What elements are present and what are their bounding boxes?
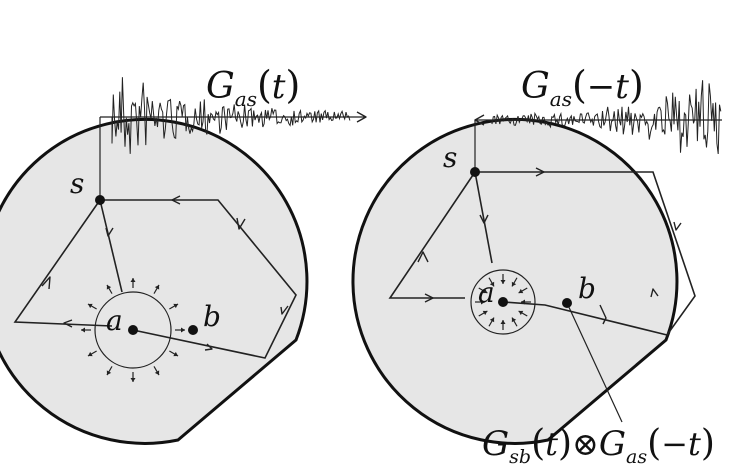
right-point-a xyxy=(498,297,508,307)
radial-arrowhead xyxy=(482,310,488,316)
radial-arrowhead xyxy=(511,281,517,287)
right-signal-label: Gas(−t) xyxy=(521,63,644,111)
radial-arrowhead xyxy=(518,288,524,294)
right-source-point xyxy=(470,167,480,177)
right-ray-paths xyxy=(388,167,696,336)
left-panel: s a b Gas(t) xyxy=(0,63,367,445)
right-signal-axes xyxy=(474,114,722,172)
radial-arrowhead xyxy=(481,299,485,305)
radial-arrowhead xyxy=(521,299,525,305)
right-a-label: a xyxy=(478,276,495,309)
radial-arrowhead xyxy=(130,278,136,282)
radial-arrowhead xyxy=(154,370,160,376)
left-a-label: a xyxy=(106,304,123,337)
left-source-label: s xyxy=(70,167,84,200)
radial-arrowhead xyxy=(81,327,85,333)
left-b-label: b xyxy=(203,300,221,333)
left-signal-label: Gas(t) xyxy=(206,63,300,111)
radial-arrowhead xyxy=(500,280,506,284)
right-b-label: b xyxy=(578,272,596,305)
right-point-b xyxy=(562,298,572,308)
right-source-label: s xyxy=(443,141,457,174)
right-result-leader xyxy=(566,302,623,423)
left-point-a xyxy=(128,325,138,335)
radial-arrowhead xyxy=(106,370,112,376)
radial-arrowhead xyxy=(173,351,179,357)
left-domain xyxy=(0,117,309,445)
radial-arrowhead xyxy=(482,288,488,294)
left-ray-paths xyxy=(13,195,297,359)
radial-arrowhead xyxy=(87,351,93,357)
radial-arrowhead xyxy=(173,303,179,309)
radial-arrowhead xyxy=(181,327,185,333)
right-signal-trace xyxy=(491,80,722,155)
right-panel: s a b Gas(−t) Gsb(t)⊗Gas(−t) xyxy=(351,63,722,468)
left-focal-circle xyxy=(81,278,185,382)
radial-arrowhead xyxy=(154,284,160,290)
left-signal-axes xyxy=(99,111,367,200)
radial-arrowhead xyxy=(130,378,136,382)
right-focal-circle xyxy=(470,269,536,335)
radial-arrowhead xyxy=(489,281,495,287)
radial-arrowhead xyxy=(518,310,524,316)
radial-arrowhead xyxy=(511,317,517,323)
radial-arrowhead xyxy=(87,303,93,309)
left-source-point xyxy=(95,195,105,205)
radial-arrowhead xyxy=(489,317,495,323)
radial-arrowhead xyxy=(500,320,506,324)
radial-arrowhead xyxy=(106,284,112,290)
left-point-b xyxy=(188,325,198,335)
right-result-label: Gsb(t)⊗Gas(−t) xyxy=(482,423,715,468)
